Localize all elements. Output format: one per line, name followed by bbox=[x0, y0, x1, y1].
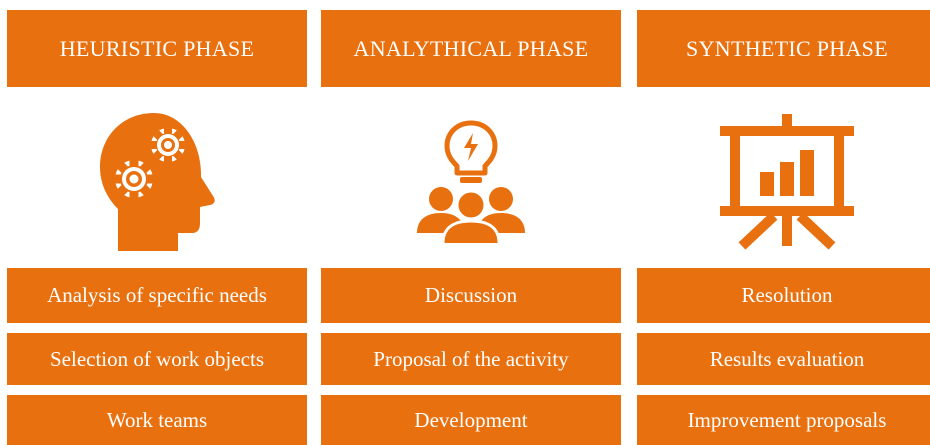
list-item: Work teams bbox=[7, 395, 307, 445]
list-item: Results evaluation bbox=[637, 333, 930, 385]
phase-title: ANALYTHICAL PHASE bbox=[321, 10, 621, 87]
list-item: Improvement proposals bbox=[637, 395, 930, 445]
phase-title: HEURISTIC PHASE bbox=[7, 10, 307, 87]
list-item: Selection of work objects bbox=[7, 333, 307, 385]
list-item: Development bbox=[321, 395, 621, 445]
head-gears-icon bbox=[7, 100, 307, 260]
team-lightbulb-icon bbox=[321, 100, 621, 260]
list-item: Resolution bbox=[637, 268, 930, 323]
list-item: Analysis of specific needs bbox=[7, 268, 307, 323]
list-item: Proposal of the activity bbox=[321, 333, 621, 385]
phase-column-heuristic: HEURISTIC PHASE bbox=[7, 0, 307, 445]
presentation-chart-icon bbox=[637, 100, 930, 260]
phase-column-synthetic: SYNTHETIC PHASE Resolution Results evalu… bbox=[637, 0, 930, 445]
phase-column-analytical: ANALYTHICAL PHASE Discussion Proposal of bbox=[321, 0, 621, 445]
list-item: Discussion bbox=[321, 268, 621, 323]
phase-title: SYNTHETIC PHASE bbox=[637, 10, 930, 87]
